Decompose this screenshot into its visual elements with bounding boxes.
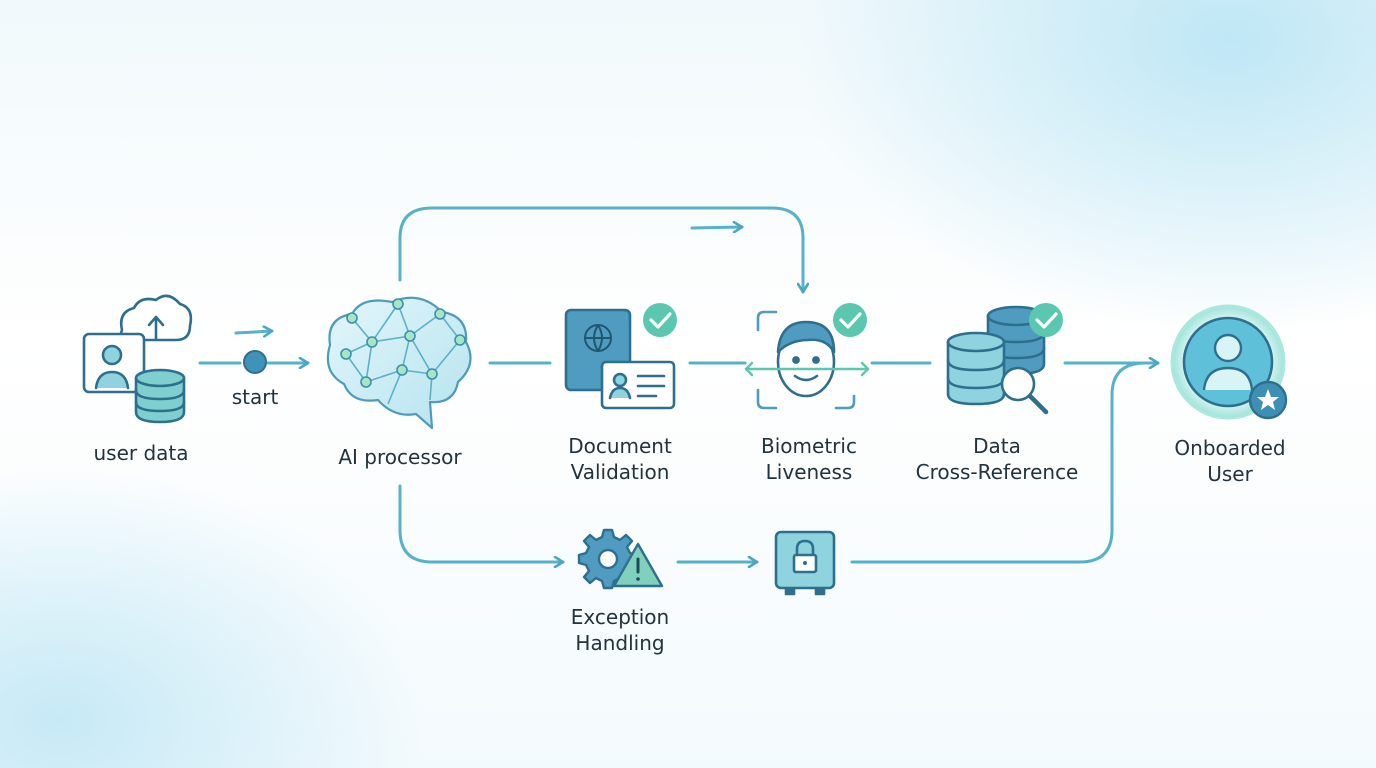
lock-safe-icon — [774, 530, 836, 596]
flow-connectors — [198, 206, 1160, 564]
biometric-check-icon — [833, 303, 867, 337]
database-search-icon — [946, 305, 1049, 415]
onboarded-user-line2: User — [1207, 462, 1253, 486]
user-star-badge-icon — [1170, 304, 1288, 420]
start-label: start — [125, 384, 385, 410]
ai-brain-icon — [326, 296, 472, 430]
onboarded-user-label: Onboarded User — [1100, 435, 1360, 487]
exception-handling-line2: Handling — [575, 631, 665, 655]
data-cross-reference-line2: Cross-Reference — [915, 460, 1079, 484]
face-scan-icon — [744, 310, 870, 410]
document-validation-line2: Validation — [570, 460, 670, 484]
flow-top-hint-arrow — [690, 227, 744, 228]
biometric-liveness-line1: Biometric — [761, 434, 857, 458]
flow-ai-to-biometric-bypass — [398, 206, 803, 294]
data-cross-reference-line1: Data — [973, 434, 1021, 458]
start-dot-icon — [243, 350, 267, 374]
user-data-upload-icon — [82, 294, 193, 424]
flow-vault-to-onboarded — [850, 361, 1147, 564]
passport-id-card-icon — [564, 308, 676, 410]
document-validation-line1: Document — [568, 434, 672, 458]
biometric-liveness-label: Biometric Liveness — [679, 433, 939, 485]
user-data-label-text: user data — [93, 441, 189, 465]
biometric-liveness-line2: Liveness — [765, 460, 853, 484]
start-label-text: start — [231, 385, 279, 409]
user-data-label: user data — [11, 440, 271, 466]
gear-warning-icon — [577, 528, 664, 590]
data-cross-reference-label: Data Cross-Reference — [867, 433, 1127, 485]
exception-handling-label: Exception Handling — [490, 604, 750, 656]
crossref-check-icon — [1029, 303, 1063, 337]
onboarded-user-line1: Onboarded — [1174, 436, 1286, 460]
flow-ai-to-exception — [398, 484, 565, 562]
document-validation-label: Document Validation — [490, 433, 750, 485]
document-check-icon — [643, 303, 677, 337]
ai-processor-label: AI processor — [270, 444, 530, 470]
exception-handling-line1: Exception — [570, 605, 670, 629]
ai-processor-label-text: AI processor — [338, 445, 462, 469]
flow-hint-arrow — [234, 331, 274, 333]
